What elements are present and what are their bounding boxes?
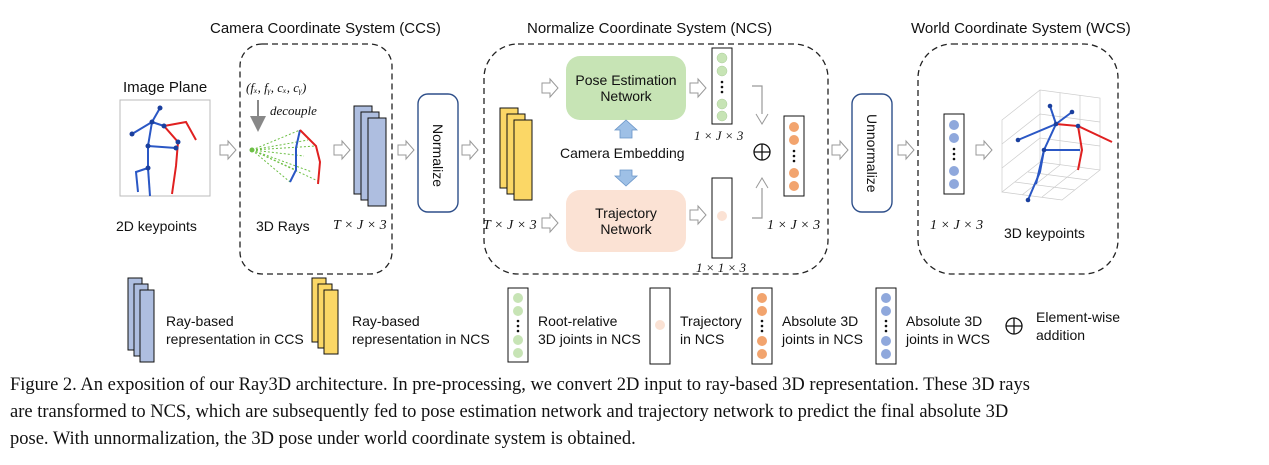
legend-trajectory-line-1: Trajectory [680,313,742,329]
legend-absolute-ncs: Absolute 3D joints in NCS [782,312,863,348]
ncs-dim-label: T × J × 3 [483,218,537,233]
traj-output-dim-label: 1 × 1 × 3 [696,260,747,275]
wcs-title: World Coordinate System (WCS) [911,20,1131,37]
pose-output-dim-label: 1 × J × 3 [694,128,744,143]
legend-element-wise: Element-wise addition [1036,308,1120,344]
pose-to-sum-connector [752,85,763,122]
arrow-5 [831,139,849,161]
legend-ray-ccs: Ray-based representation in CCS [166,312,304,348]
arrow-to-traj [541,212,559,234]
legend-ray-ncs: Ray-based representation in NCS [352,312,490,348]
traj-to-sum-connector [752,180,763,219]
caption-line-2: are transformed to NCS, which are subseq… [10,402,1009,422]
decouple-label: decouple [270,103,317,118]
legend-trajectory-line-2: in NCS [680,331,725,347]
2d-keypoints-label: 2D keypoints [116,218,197,234]
3d-joints [1015,103,1081,203]
figure-caption: Figure 2. An exposition of our Ray3D arc… [10,372,1260,453]
3d-skeleton [1017,105,1113,201]
arrow-4 [461,139,479,161]
trajectory-network-block [566,190,686,252]
legend-ray-ncs-line-2: representation in NCS [352,331,490,347]
legend-ray-ncs-line-1: Ray-based [352,313,420,329]
legend-ray-ccs-icon [127,277,155,363]
unnormalize-block [851,93,893,213]
legend-ray-ccs-line-2: representation in CCS [166,331,304,347]
intrinsics-label: (fₓ, fᵧ, cₓ, cᵧ) [246,80,307,95]
ray-fan [251,129,321,183]
ncs-title: Normalize Coordinate System (NCS) [527,20,773,37]
arrow-7 [975,139,993,161]
ray-skeleton [289,129,322,185]
legend-absolute-ncs-line-2: joints in NCS [782,331,863,347]
legend-absolute-ncs-line-1: Absolute 3D [782,313,859,329]
arrow-pose-out [689,77,707,99]
trajectory-network-line-1: Trajectory [595,205,657,221]
arrow-6 [897,139,915,161]
wcs-joints [949,120,959,189]
legend-plus-icon [1005,317,1023,335]
pose-network-block [566,56,686,120]
camera-embed-arrow-down [613,169,639,187]
legend-trajectory: Trajectory in NCS [680,312,742,348]
3d-keypoints-label: 3D keypoints [1004,225,1085,241]
wcs-dim-label: 1 × J × 3 [930,218,984,233]
normalize-block [417,93,459,213]
arrow-2 [333,139,351,161]
pose-network-line-1: Pose Estimation [575,72,677,88]
pose-network-line-2: Network [600,88,652,104]
sum-dim-label: 1 × J × 3 [767,218,821,233]
legend-trajectory-icon [649,287,671,365]
arrow-traj-out [689,204,707,226]
caption-line-3: pose. With unnormalization, the 3D pose … [10,429,636,449]
trajectory-network-line-2: Network [600,221,652,237]
normalize-label: Normalize [430,124,446,188]
absolute-ncs-joints [789,122,799,191]
legend-root-relative-icon [507,287,529,363]
legend-absolute-ncs-icon [751,287,773,365]
ccs-box [239,43,393,275]
legend-ray-ncs-icon [311,277,339,355]
camera-embed-arrow-up [613,119,639,139]
arrow-1 [219,139,237,161]
legend-ray-ccs-line-1: Ray-based [166,313,234,329]
legend-absolute-wcs-icon [875,287,897,365]
legend-element-wise-line-1: Element-wise [1036,309,1121,325]
pose-network-label: Pose Estimation Network [566,72,686,104]
legend-absolute-wcs-line-2: joints in WCS [906,331,991,347]
3d-rays-label: 3D Rays [256,218,310,234]
trajectory-network-label: Trajectory Network [566,205,686,237]
trajectory-output-joint [717,211,727,221]
ccs-title: Camera Coordinate System (CCS) [210,20,441,37]
unnormalize-label: Unnormalize [864,114,880,193]
camera-embedding-label: Camera Embedding [560,145,685,161]
legend-root-relative: Root-relative 3D joints in NCS [538,312,641,348]
arrow-to-pose [541,77,559,99]
ncs-box [483,43,829,275]
legend-absolute-wcs: Absolute 3D joints in WCS [906,312,990,348]
wcs-box [917,43,1119,275]
ncs-ray-stack [499,107,533,201]
image-plane-label: Image Plane [123,79,208,96]
2d-joints [129,105,181,171]
element-wise-add-icon [753,143,771,161]
ccs-dim-label: T × J × 3 [333,218,387,233]
caption-line-1: Figure 2. An exposition of our Ray3D arc… [10,375,1030,395]
legend-absolute-wcs-line-1: Absolute 3D [906,313,983,329]
arrow-3 [397,139,415,161]
ccs-ray-stack [353,105,387,207]
pose-output-joints [716,52,728,122]
legend-root-relative-line-1: Root-relative [538,313,618,329]
legend-root-relative-line-2: 3D joints in NCS [538,331,641,347]
legend-element-wise-line-2: addition [1036,327,1086,343]
